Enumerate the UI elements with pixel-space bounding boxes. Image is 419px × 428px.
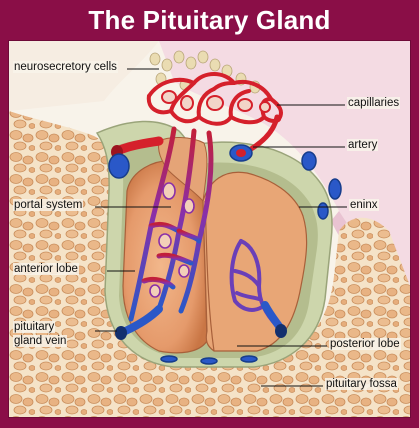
portal-lumens <box>149 182 195 298</box>
vein-lumen-right <box>275 324 287 338</box>
label-artery: artery <box>347 139 379 151</box>
label-pituitary-gland-vein-line2: gland vein <box>13 335 68 347</box>
label-capillaries: capillaries <box>347 97 401 109</box>
upper-left-tissue <box>9 41 159 111</box>
posterior-lobe-shape <box>202 171 308 352</box>
pituitary-illustration <box>9 41 410 417</box>
diagram-panel: neurosecretory cells capillaries artery … <box>8 40 411 418</box>
capillary-lumens <box>161 90 271 113</box>
label-neurosecretory-cells: neurosecretory cells <box>13 61 118 73</box>
label-portal-system: portal system <box>13 199 84 211</box>
label-posterior-lobe: posterior lobe <box>329 338 401 350</box>
capillary-network <box>146 72 283 126</box>
label-anterior-lobe: anterior lobe <box>13 263 79 275</box>
figure-title: The Pituitary Gland <box>88 5 331 35</box>
label-pituitary-gland-vein-line1: pituitary <box>13 321 56 333</box>
label-meninx: eninx <box>349 199 379 211</box>
artery-lumen-right <box>236 149 246 157</box>
portal-system <box>128 126 214 322</box>
leader-lines <box>95 68 347 387</box>
label-pituitary-fossa: pituitary fossa <box>325 378 398 390</box>
vein-lumen-left <box>115 326 127 340</box>
